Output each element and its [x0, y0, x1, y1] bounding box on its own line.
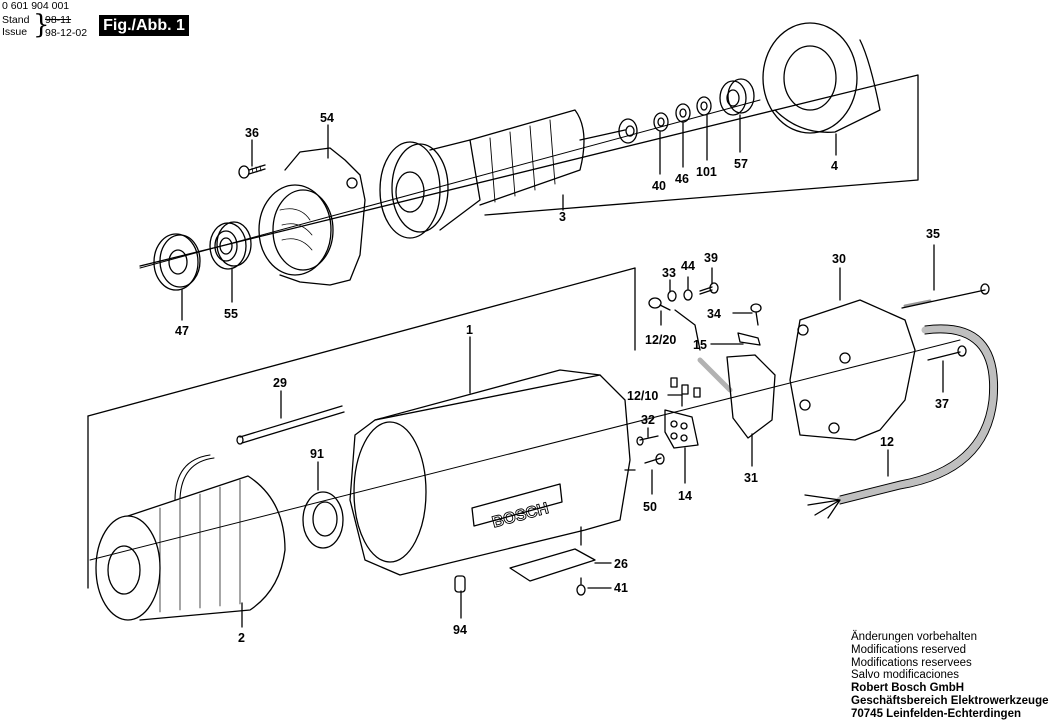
- armature-3: [379, 109, 638, 239]
- company-name: Robert Bosch GmbH: [851, 682, 965, 695]
- part-label-4: 4: [831, 159, 838, 173]
- terminal-12-20: [648, 297, 671, 311]
- screw-37: [927, 345, 967, 361]
- notice-es: Salvo modificaciones: [851, 669, 960, 682]
- part-label-37: 37: [935, 397, 949, 411]
- plate-26: [509, 548, 596, 582]
- part-label-35: 35: [926, 227, 940, 241]
- issue-value: 98-12-02: [45, 27, 88, 39]
- clip-15: [737, 332, 761, 346]
- part-label-33: 33: [662, 266, 676, 280]
- part-label-2: 2: [238, 631, 245, 645]
- washer-46: [675, 103, 691, 123]
- part-label-39: 39: [704, 251, 718, 265]
- company-address: 70745 Leinfelden-Echterdingen: [851, 707, 1021, 720]
- upper-assembly-frame: [139, 74, 919, 267]
- motor-housing-1: [349, 369, 631, 576]
- figure-label: Fig./Abb. 1: [99, 15, 189, 36]
- part-labels: 36 54 47 55 3 40 46 101 57 4 1 29 91 2 9…: [175, 111, 949, 645]
- part-label-40: 40: [652, 179, 666, 193]
- screw-35: [901, 283, 990, 309]
- washer-33: [667, 290, 677, 302]
- part-label-94: 94: [453, 623, 467, 637]
- notice-fr: Modifications reservees: [851, 656, 972, 669]
- part-label-12-10: 12/10: [627, 389, 658, 403]
- part-label-31: 31: [744, 471, 758, 485]
- company-division: Geschäftsbereich Elektrowerkzeuge: [851, 694, 1049, 707]
- housing-cup-4: [762, 22, 881, 134]
- part-label-12: 12: [880, 435, 894, 449]
- lower-axis-line: [89, 339, 961, 561]
- part-label-30: 30: [832, 252, 846, 266]
- part-label-50: 50: [643, 500, 657, 514]
- part-label-91: 91: [310, 447, 324, 461]
- document-number: 0 601 904 001: [2, 0, 70, 12]
- upper-axis-line: [139, 99, 761, 269]
- stator-2: [95, 454, 286, 621]
- stand-label: Stand: [2, 14, 30, 26]
- part-label-32: 32: [641, 413, 655, 427]
- part-label-41: 41: [614, 581, 628, 595]
- brush-holder-31: [726, 354, 776, 439]
- part-label-36: 36: [245, 126, 259, 140]
- issue-label: Issue: [2, 26, 28, 38]
- screw-41: [576, 577, 586, 596]
- ring-91: [302, 491, 344, 549]
- leads-12-10: [670, 309, 733, 398]
- stand-value-struck: 98-11: [45, 14, 72, 26]
- brace-icon: }: [33, 10, 50, 40]
- leader-lines: [181, 114, 944, 628]
- part-label-101: 101: [696, 165, 717, 179]
- part-label-54: 54: [320, 111, 334, 125]
- part-label-14: 14: [678, 489, 692, 503]
- washer-101: [696, 96, 712, 116]
- part-label-3: 3: [559, 210, 566, 224]
- notice-de: Änderungen vorbehalten: [851, 631, 977, 643]
- cable-12: [804, 324, 999, 519]
- part-label-15: 15: [693, 338, 707, 352]
- part-label-46: 46: [675, 172, 689, 186]
- part-label-12-20: 12/20: [645, 333, 676, 347]
- part-label-47: 47: [175, 324, 189, 338]
- part-label-55: 55: [224, 307, 238, 321]
- part-label-29: 29: [273, 376, 287, 390]
- screw-94: [454, 575, 466, 593]
- part-label-34: 34: [707, 307, 721, 321]
- bearing-55: [209, 221, 252, 270]
- part-label-57: 57: [734, 157, 748, 171]
- part-label-44: 44: [681, 259, 695, 273]
- part-label-1: 1: [466, 323, 473, 337]
- screw-32: [636, 435, 659, 446]
- footer-notice: Änderungen vorbehalten Modifications res…: [851, 631, 1049, 721]
- brand-plate-text: BOSCH: [490, 500, 550, 531]
- notice-en: Modifications reserved: [851, 643, 967, 656]
- seal-ring-47: [153, 233, 201, 291]
- terminal-block-14: [664, 409, 699, 449]
- part-label-26: 26: [614, 557, 628, 571]
- washer-44: [683, 289, 693, 301]
- screw-50: [644, 453, 665, 465]
- washer-40: [653, 112, 669, 132]
- end-cap-30: [789, 299, 916, 441]
- screw-34: [750, 303, 762, 326]
- flange-54: [258, 147, 366, 286]
- screw-36: [238, 164, 266, 179]
- bearing-57: [719, 78, 755, 116]
- lower-assembly-frame: [87, 267, 636, 589]
- brand-plate: BOSCH: [471, 483, 563, 532]
- screw-39: [699, 282, 719, 295]
- rod-29: [236, 405, 345, 445]
